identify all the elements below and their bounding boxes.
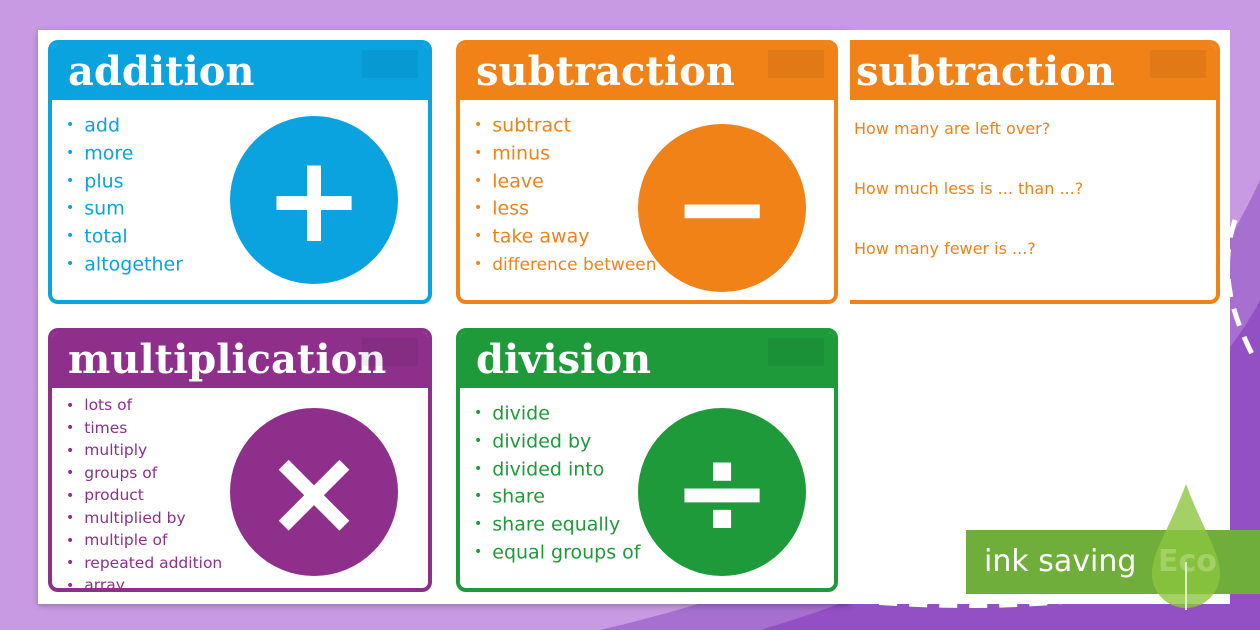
list-item: equal groups of	[474, 539, 834, 567]
list-item: leave	[474, 168, 834, 196]
list-item: multiply	[66, 439, 428, 462]
list-item: less	[474, 195, 834, 223]
list-item: more	[66, 140, 428, 168]
multiply-icon: ×	[230, 408, 398, 576]
list-item: subtract	[474, 112, 834, 140]
subtraction-card: subtraction subtract minus leave less ta…	[456, 40, 838, 304]
card-title: subtraction	[460, 44, 834, 100]
list-item: share equally	[474, 511, 834, 539]
divide-icon: ÷	[638, 408, 806, 576]
list-item: times	[66, 417, 428, 440]
list-item: difference between	[474, 251, 834, 279]
subtraction-questions-card: subtraction How many are left over? How …	[850, 40, 1220, 304]
list-item: groups of	[66, 462, 428, 485]
plus-icon: +	[230, 116, 398, 284]
list-item: array	[66, 574, 428, 588]
question: How much less is ... than ...?	[854, 179, 1084, 198]
card-title: division	[460, 332, 834, 388]
list-item: multiplied by	[66, 507, 428, 530]
list-item: total	[66, 223, 428, 251]
addition-card: addition add more plus sum total altoget…	[48, 40, 432, 304]
list-item: plus	[66, 168, 428, 196]
card-title: addition	[52, 44, 428, 100]
minus-icon: −	[638, 124, 806, 292]
list-item: minus	[474, 140, 834, 168]
card-title: subtraction	[850, 44, 1216, 100]
list-item: divide	[474, 400, 834, 428]
list-item: take away	[474, 223, 834, 251]
list-item: divided into	[474, 456, 834, 484]
question: How many fewer is ...?	[854, 239, 1036, 258]
list-item: share	[474, 483, 834, 511]
list-item: add	[66, 112, 428, 140]
division-card: division divide divided by divided into …	[456, 328, 838, 592]
card-title: multiplication	[52, 332, 428, 388]
list-item: multiple of	[66, 529, 428, 552]
list-item: lots of	[66, 394, 428, 417]
list-item: repeated addition	[66, 552, 428, 575]
question: How many are left over?	[854, 119, 1051, 138]
list-item: sum	[66, 195, 428, 223]
list-item: altogether	[66, 251, 428, 279]
list-item: product	[66, 484, 428, 507]
multiplication-card: multiplication lots of times multiply gr…	[48, 328, 432, 592]
list-item: divided by	[474, 428, 834, 456]
